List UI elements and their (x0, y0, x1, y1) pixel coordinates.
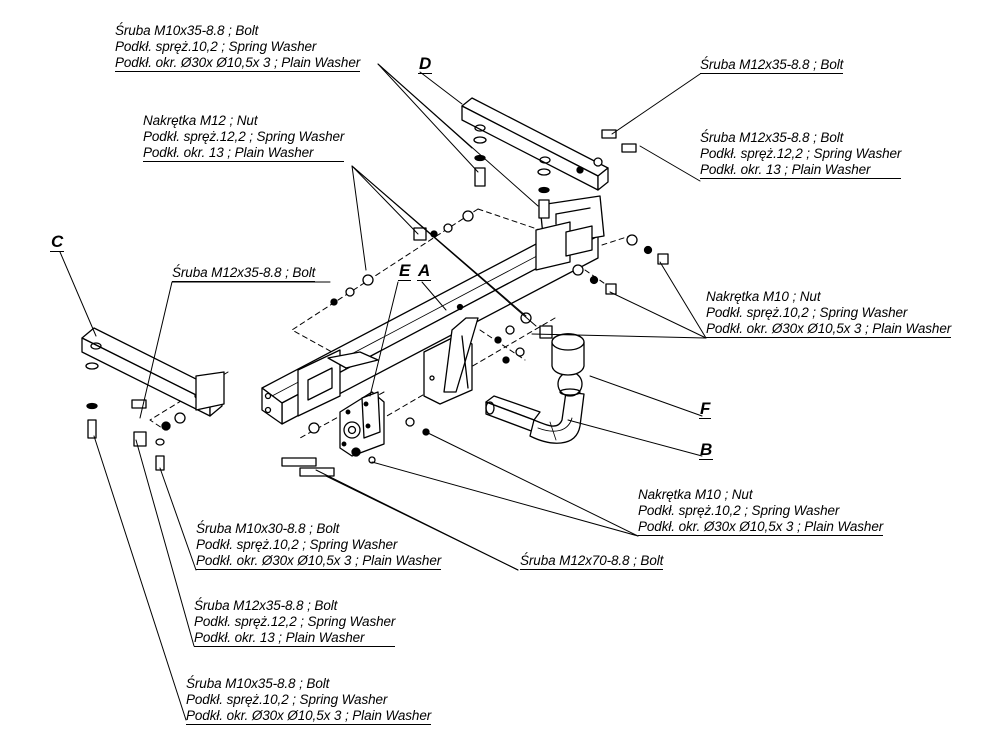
callout-line: Podkł. okr. 13 ; Plain Washer (194, 630, 396, 647)
fasteners-lower (281, 417, 430, 477)
callout-bolt-m12x35-right: Śruba M12x35-8.8 ; Bolt Podkł. spręż.12,… (700, 130, 901, 179)
callout-line: Podkł. spręż.10,2 ; Spring Washer (186, 692, 388, 707)
callout-bolt-m10x35-top: Śruba M10x35-8.8 ; Bolt Podkł. spręż.10,… (115, 23, 360, 72)
callout-bolt-m10x30: Śruba M10x30-8.8 ; Bolt Podkł. spręż.10,… (196, 521, 441, 570)
callout-line: Podkł. spręż.12,2 ; Spring Washer (143, 129, 345, 144)
callout-line: Śruba M10x30-8.8 ; Bolt (196, 521, 340, 536)
part-label-E: E (398, 261, 412, 281)
callout-line: Podkł. spręż.10,2 ; Spring Washer (115, 39, 317, 54)
callout-line: Podkł. okr. Ø30x Ø10,5x 3 ; Plain Washer (706, 321, 952, 338)
callout-nut-m10-lower: Nakrętka M10 ; Nut Podkł. spręż.10,2 ; S… (638, 487, 883, 536)
tow-ball-F (551, 333, 585, 397)
callout-line: Podkł. okr. Ø30x Ø10,5x 3 ; Plain Washer (186, 708, 432, 725)
centre-mount-plate (423, 317, 479, 405)
part-label-D: D (418, 54, 433, 74)
bracket-D (461, 97, 609, 191)
callout-line: Podkł. spręż.12,2 ; Spring Washer (700, 146, 902, 161)
callout-line: Podkł. okr. Ø30x Ø10,5x 3 ; Plain Washer (196, 553, 442, 570)
part-label-C: C (50, 232, 65, 252)
callout-line: Śruba M12x70-8.8 ; Bolt (520, 553, 664, 570)
callout-line: Nakrętka M10 ; Nut (706, 289, 821, 304)
fasteners-upper-centre (330, 210, 474, 306)
callout-line: Śruba M12x35-8.8 ; Bolt (700, 57, 844, 74)
fasteners-top-D (473, 129, 637, 219)
callout-line: Śruba M12x35-8.8 ; Bolt (700, 130, 844, 145)
callout-bolt-m12x70: Śruba M12x70-8.8 ; Bolt (520, 553, 663, 570)
socket-plate-E (339, 391, 385, 457)
tow-neck-B (485, 391, 585, 444)
callout-line: Podkł. okr. Ø30x Ø10,5x 3 ; Plain Washer (115, 55, 361, 72)
fasteners-right-side (572, 234, 669, 295)
right-end-bracket (535, 195, 605, 271)
leader-lines (59, 63, 707, 721)
part-label-B: B (699, 440, 714, 460)
callout-line: Nakrętka M10 ; Nut (638, 487, 753, 502)
callout-bolt-m12x35-left: Śruba M12x35-8.8 ; Bolt (172, 265, 315, 282)
callout-line: Śruba M10x35-8.8 ; Bolt (115, 23, 259, 38)
callout-line: Śruba M12x35-8.8 ; Bolt (194, 598, 338, 613)
fasteners-centre-right (494, 312, 553, 364)
callout-line: Podkł. okr. 13 ; Plain Washer (700, 162, 902, 179)
part-label-A: A (417, 261, 432, 281)
callout-line: Podkł. spręż.10,2 ; Spring Washer (706, 305, 908, 320)
callout-nut-m12: Nakrętka M12 ; Nut Podkł. spręż.12,2 ; S… (143, 113, 344, 162)
bracket-C (81, 327, 225, 417)
callout-line: Nakrętka M12 ; Nut (143, 113, 258, 128)
left-end-bracket (264, 349, 379, 417)
callout-nut-m10-right: Nakrętka M10 ; Nut Podkł. spręż.10,2 ; S… (706, 289, 951, 338)
callout-bolt-m12x35-top-right: Śruba M12x35-8.8 ; Bolt (700, 57, 843, 74)
callout-bolt-m12x35-lower: Śruba M12x35-8.8 ; Bolt Podkł. spręż.12,… (194, 598, 395, 647)
callout-line: Podkł. okr. 13 ; Plain Washer (143, 145, 345, 162)
callout-line: Śruba M12x35-8.8 ; Bolt (172, 265, 316, 282)
callout-bolt-m10x35-bottom: Śruba M10x35-8.8 ; Bolt Podkł. spręż.10,… (186, 676, 431, 725)
callout-line: Podkł. spręż.10,2 ; Spring Washer (196, 537, 398, 552)
callout-line: Śruba M10x35-8.8 ; Bolt (186, 676, 330, 691)
callout-line: Podkł. spręż.10,2 ; Spring Washer (638, 503, 840, 518)
callout-line: Podkł. spręż.12,2 ; Spring Washer (194, 614, 396, 629)
part-label-F: F (699, 399, 712, 419)
callout-line: Podkł. okr. Ø30x Ø10,5x 3 ; Plain Washer (638, 519, 884, 536)
